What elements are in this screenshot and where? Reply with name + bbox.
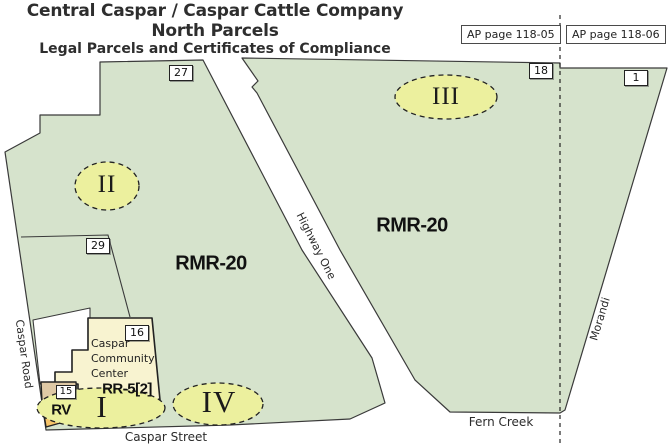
map-subtitle: Legal Parcels and Certificates of Compli… <box>39 41 391 57</box>
certificate-ellipse-IV <box>172 382 264 426</box>
certificate-numeral-IV: IV <box>201 384 237 419</box>
parcel29-boundary-line <box>20 234 131 318</box>
community-center-label-line3: Center <box>91 367 129 380</box>
map-title-block: Central Caspar / Caspar Cattle Company N… <box>0 1 430 57</box>
parcel-tag-1: 1 <box>624 70 648 86</box>
ap-page-box-118-06: AP page 118-06 <box>566 25 666 44</box>
parcel-tag-16: 16 <box>125 325 149 341</box>
certificate-numeral-III: III <box>432 83 460 110</box>
parcel-tag-29: 29 <box>86 238 110 254</box>
certificate-numeral-I: I <box>96 389 108 424</box>
certificate-numeral-II: II <box>97 171 117 198</box>
east-parcel-shape <box>241 57 668 414</box>
community-center-label-line2: Community <box>91 352 155 365</box>
parcel-tag-27: 27 <box>169 65 193 81</box>
community-center-label-line1: Caspar <box>91 337 130 350</box>
parcel-tag-18: 18 <box>529 63 553 79</box>
zoning-label-east-rmr20: RMR-20 <box>376 214 448 237</box>
certificate-ellipse-III <box>394 74 498 120</box>
road-label-fern-creek: Fern Creek <box>468 415 534 429</box>
zoning-label-west-rmr20: RMR-20 <box>175 252 247 275</box>
road-label-caspar-street: Caspar Street <box>124 430 208 444</box>
parcel-tag-15: 15 <box>56 385 76 399</box>
ap-page-box-118-05: AP page 118-05 <box>461 25 561 44</box>
rv-label: RV <box>51 401 71 419</box>
map-title: Central Caspar / Caspar Cattle Company N… <box>26 1 404 41</box>
certificate-ellipse-II <box>74 161 140 211</box>
community-center-label: Caspar Community Center <box>91 336 155 381</box>
zoning-label-rr5: RR-5[2] <box>102 380 152 398</box>
